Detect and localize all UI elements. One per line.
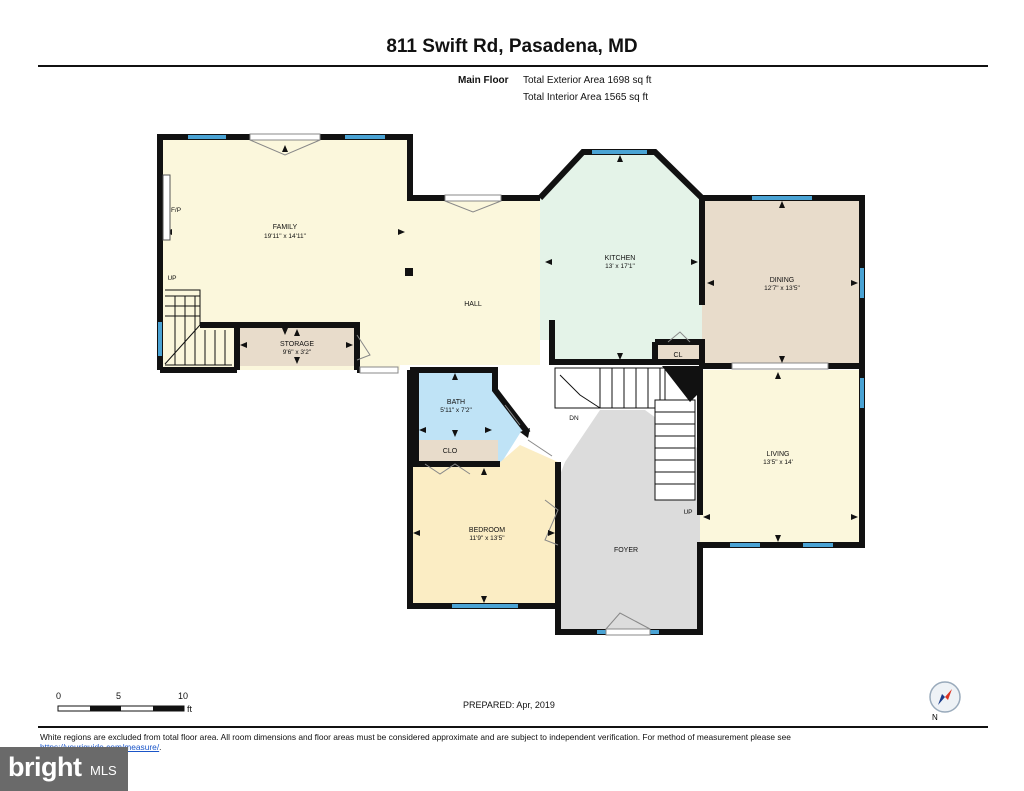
prepared-date: PREPARED: Apr, 2019 <box>463 700 555 710</box>
hall-label: HALL <box>464 301 482 308</box>
compass-letter: N <box>932 713 938 722</box>
up-living-label: UP <box>683 509 692 516</box>
bedroom-dims: 11'9" x 13'5" <box>469 535 505 542</box>
scale-tick-0: 0 <box>56 691 62 701</box>
watermark-brand: bright <box>8 752 82 782</box>
stairs-family <box>164 289 237 366</box>
scale-tick-10: 10 <box>178 691 189 701</box>
floor-name: Main Floor <box>458 75 509 86</box>
exterior-area: Total Exterior Area 1698 sq ft <box>523 75 652 86</box>
room-kitchen <box>540 152 702 362</box>
fireplace <box>162 174 171 241</box>
watermark-logo: bright MLS <box>0 747 128 791</box>
door-hall-top <box>444 194 502 202</box>
header-divider <box>38 65 988 67</box>
door-family-top <box>249 133 321 141</box>
walls <box>157 134 865 635</box>
footer-divider <box>38 726 988 728</box>
scale-tick-5: 5 <box>116 691 122 701</box>
storage-dims: 9'6" x 3'2" <box>283 349 312 356</box>
door-hall-bottom <box>359 366 399 374</box>
family-label: FAMILY <box>273 224 298 231</box>
dining-dims: 12'7" x 13'5" <box>764 285 800 292</box>
kitchen-label: KITCHEN <box>605 255 636 262</box>
room-dining <box>702 198 862 366</box>
bath-label: BATH <box>447 399 465 406</box>
clo-label: CLO <box>443 448 458 455</box>
wall-storage <box>200 322 360 370</box>
room-living <box>700 370 862 545</box>
scale-unit: ft <box>187 704 193 714</box>
stairs-center <box>554 367 696 501</box>
wall-bath <box>410 367 531 435</box>
room-cl <box>655 342 702 364</box>
disclaimer-text: White regions are excluded from total fl… <box>40 732 791 742</box>
interior-area: Total Interior Area 1565 sq ft <box>523 92 649 103</box>
doors <box>249 133 829 636</box>
up-family-label: UP <box>167 275 176 282</box>
scale-bar <box>57 705 185 712</box>
door-living-dining <box>731 362 829 370</box>
floor-areas: Total Exterior Area 1698 sq ft Total Int… <box>523 72 651 106</box>
windows <box>158 135 864 634</box>
watermark-suffix: MLS <box>90 763 117 778</box>
disclaimer: White regions are excluded from total fl… <box>40 732 870 752</box>
stair-landing <box>662 366 700 402</box>
dimension-arrows <box>165 145 858 603</box>
bath-dims: 5'11" x 7'2" <box>440 407 472 414</box>
wall-cl <box>655 339 705 366</box>
room-family <box>160 137 540 370</box>
page-title: 811 Swift Rd, Pasadena, MD <box>386 36 638 57</box>
room-clo <box>413 440 498 464</box>
dining-label: DINING <box>770 277 795 284</box>
bedroom-label: BEDROOM <box>469 527 505 534</box>
foyer-label: FOYER <box>614 547 638 554</box>
disclaimer-end: . <box>159 742 162 752</box>
dn-label: DN <box>569 415 579 422</box>
cl-label: CL <box>674 352 683 359</box>
storage-label: STORAGE <box>280 341 314 348</box>
room-bedroom <box>410 445 558 606</box>
family-dims: 19'11" x 14'11" <box>264 233 307 240</box>
room-fills <box>160 137 862 632</box>
door-foyer-front <box>605 628 651 636</box>
living-dims: 13'5" x 14' <box>763 459 793 466</box>
living-label: LIVING <box>767 451 790 458</box>
compass-icon: N <box>929 681 961 722</box>
fp-label: F/P <box>171 207 181 214</box>
kitchen-dims: 13' x 17'1" <box>605 263 635 270</box>
